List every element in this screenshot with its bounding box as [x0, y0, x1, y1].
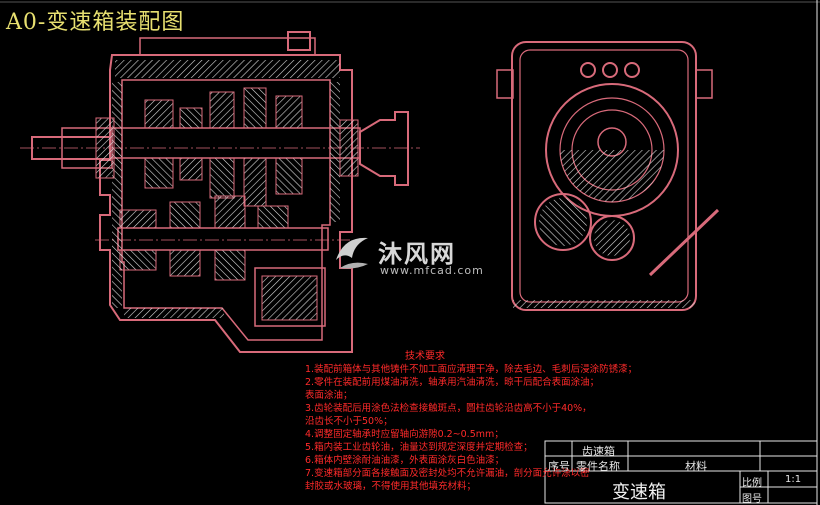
- main-shaft: [109, 127, 361, 159]
- gear-block: [144, 99, 174, 129]
- gear-block: [209, 157, 235, 199]
- title-block-drawing-name: 变速箱: [612, 482, 666, 503]
- housing-wall-hatch: [112, 82, 122, 308]
- top-bolt: [602, 62, 618, 78]
- top-bolt: [624, 62, 640, 78]
- top-bolt: [580, 62, 596, 78]
- housing-wall-hatch: [124, 308, 224, 318]
- gear-block: [257, 205, 289, 229]
- tech-note-line: 1.装配前箱体与其他铸件不加工面应清理干净，除去毛边、毛刺后浸涂防锈漆；: [305, 364, 638, 375]
- small-gear: [589, 215, 635, 261]
- side-housing: [511, 41, 697, 311]
- gear-block: [169, 201, 201, 229]
- gear-block: [119, 209, 157, 229]
- gear-block: [214, 249, 246, 281]
- tech-note-line: 沿齿长不小于50%；: [305, 416, 393, 427]
- title-block-part-name-header: 零件名称: [576, 460, 620, 473]
- gear-block: [115, 60, 340, 78]
- tech-note-line: 4.调整固定轴承时应留轴向游隙0.2~0.5mm；: [305, 429, 504, 440]
- gear-block: [179, 157, 203, 181]
- title-block-part-name: 齿速箱: [582, 445, 615, 458]
- gear-block: [261, 275, 318, 321]
- gear-block: [209, 91, 235, 129]
- gear-block: [119, 249, 157, 271]
- output-flange: [359, 111, 409, 186]
- watermark-url: www.mfcad.com: [380, 264, 484, 277]
- reverse-idler-box: [254, 267, 326, 327]
- gear-block: [144, 157, 174, 189]
- main-gear-hatch: [560, 150, 664, 202]
- small-gear: [534, 193, 592, 251]
- small-gear-hatch: [539, 198, 587, 246]
- gear-block: [275, 157, 303, 195]
- bearing-hatch: [339, 119, 359, 177]
- gear-block: [179, 107, 203, 129]
- countershaft: [117, 227, 329, 251]
- drawing-title: A0-变速箱装配图: [6, 10, 185, 35]
- housing-outline: [99, 54, 353, 353]
- side-view-hatch: [513, 150, 695, 308]
- gear-block: [243, 87, 267, 129]
- gear-block: [169, 249, 201, 277]
- tech-note-line: 5.箱内装工业齿轮油，油量达到规定深度并定期检查；: [305, 442, 533, 453]
- side-flange-right: [695, 69, 713, 99]
- watermark-brand: 沐风网: [378, 240, 456, 268]
- gear-block: [243, 157, 267, 207]
- bearing-hatch: [95, 117, 115, 179]
- title-block-drawing-no-label: 图号: [742, 494, 762, 505]
- tech-notes-heading: 技术要求: [405, 351, 445, 362]
- gear-block: [275, 95, 303, 129]
- title-block-material-header: 材料: [685, 460, 707, 473]
- tech-note-line: 2.零件在装配前用煤油清洗，轴承用汽油清洗，晾干后配合表面涂油；: [305, 377, 600, 388]
- gear-block: [214, 195, 246, 229]
- small-gear-hatch: [594, 220, 630, 256]
- housing-wall-hatch: [330, 82, 340, 222]
- mfcad-logo-icon: [336, 237, 368, 269]
- tech-note-line: 7.变速箱部分面各接触面及密封处均不允许漏油，剖分面允许涂以密: [305, 468, 590, 479]
- title-block-grid: [544, 440, 818, 504]
- tech-note-line: 3.齿轮装配后用涂色法检查接触斑点，圆柱齿轮沿齿高不小于40%，: [305, 403, 592, 414]
- tech-note-line: 表面涂油；: [305, 390, 353, 401]
- top-cover: [139, 37, 316, 56]
- shifter-housing: [287, 31, 311, 51]
- gear-sections: [95, 60, 359, 321]
- technical-requirements: 技术要求 1.装配前箱体与其他铸件不加工面应清理干净，除去毛边、毛刺后浸涂防锈漆…: [305, 350, 638, 493]
- title-block-scale-value: 1:1: [785, 474, 802, 485]
- side-flange-left: [496, 69, 514, 99]
- tech-note-line: 6.箱体内壁涂耐油油漆，外表面涂灰白色油漆；: [305, 455, 505, 466]
- side-wall-hatch: [513, 300, 695, 308]
- tech-note-line: 封胶或水玻璃，不得使用其他填充材料；: [305, 481, 477, 492]
- title-block-scale-label: 比例: [742, 478, 762, 489]
- title-block-index-header: 序号: [548, 460, 570, 473]
- shift-lever: [648, 208, 720, 277]
